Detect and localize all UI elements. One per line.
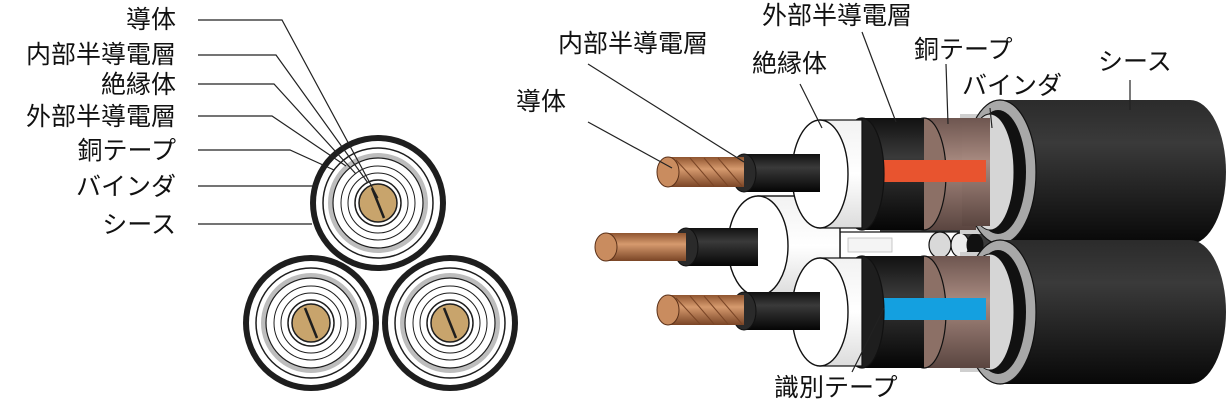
- inner-ring-2: [419, 292, 481, 354]
- cross-section: 導体 内部半導電層 絶縁体 外部半導電層 銅テープ バインダ シース: [26, 5, 518, 391]
- middle-conductor: [606, 233, 686, 261]
- sheath-bottom-body: [1000, 240, 1226, 384]
- cutaway: 導体 内部半導電層 絶縁体 外部半導電層 銅テープ バインダ シース 識別テープ: [516, 1, 1226, 402]
- leader-conductor: [198, 19, 379, 199]
- sheath-bottom-blue-end: [962, 298, 986, 320]
- top-red-stripe: [874, 160, 984, 182]
- inner-ring-2: [280, 292, 342, 354]
- leader-outer-semi: [198, 115, 347, 167]
- label-r-conductor: 導体: [516, 87, 566, 116]
- label-r-copper-tape: 銅テープ: [914, 35, 1013, 64]
- leader-r-id-tape: [851, 307, 885, 373]
- bottom-inner-semi: [744, 292, 820, 330]
- inner-ring-2: [347, 172, 409, 234]
- label-r-insulation: 絶縁体: [752, 49, 827, 78]
- bottom-conductor-face: [656, 294, 680, 326]
- middle-ring-edge: [928, 231, 952, 259]
- core-top-cut: [656, 114, 994, 234]
- label-copper-tape: 銅テープ: [77, 136, 176, 165]
- label-conductor: 導体: [126, 5, 176, 34]
- inner-ring-1: [273, 285, 349, 361]
- leader-r-binder: [989, 107, 993, 129]
- leader-r-conductor: [587, 121, 673, 169]
- label-binder: バインダ: [76, 172, 176, 201]
- leader-insulation: [198, 83, 357, 175]
- bottom-conductor-strands: [675, 295, 743, 325]
- leader-inner-semi: [198, 54, 369, 184]
- middle-stripe: [847, 237, 893, 253]
- label-r-outer-semi: 外部半導電層: [762, 1, 912, 30]
- bottom-conductor: [668, 295, 744, 325]
- leader-copper-tape: [198, 149, 335, 171]
- right-labels: 導体 内部半導電層 絶縁体 外部半導電層 銅テープ バインダ シース 識別テープ: [516, 1, 1172, 402]
- core-bottom-right: [382, 255, 518, 391]
- inner-ring-1: [340, 165, 416, 241]
- top-conductor: [668, 157, 744, 187]
- left-leaders: [198, 19, 379, 225]
- conductor-split: [442, 307, 458, 339]
- conductor-split: [370, 187, 386, 219]
- label-outer-semi: 外部半導電層: [26, 102, 176, 131]
- top-conductor-face: [656, 156, 680, 188]
- label-r-inner-semi: 内部半導電層: [558, 29, 708, 58]
- bottom-blue-stripe: [874, 298, 984, 320]
- sheath-top-red-end: [962, 160, 986, 182]
- inner-ring-1: [412, 285, 488, 361]
- label-insulation: 絶縁体: [101, 70, 176, 99]
- label-r-id-tape: 識別テープ: [774, 373, 898, 402]
- sheath-bottom: [962, 239, 1226, 385]
- leader-r-inner-semi: [587, 63, 745, 163]
- copper-tape-ring: [322, 147, 434, 259]
- right-leaders: [587, 31, 1131, 373]
- sheath-top: [962, 99, 1226, 245]
- label-inner-semi: 内部半導電層: [26, 40, 176, 69]
- label-r-sheath: シース: [1098, 47, 1172, 76]
- copper-tape-ring: [255, 267, 367, 379]
- core-bottom-cut: [656, 252, 994, 372]
- core-bottom-left: [243, 255, 379, 391]
- left-labels: 導体 内部半導電層 絶縁体 外部半導電層 銅テープ バインダ シース: [26, 5, 176, 239]
- sheath-top-body: [1000, 100, 1226, 244]
- copper-tape-ring: [394, 267, 506, 379]
- label-sheath: シース: [102, 210, 176, 239]
- leader-r-insulation: [799, 83, 823, 129]
- core-top: [310, 135, 446, 271]
- leader-r-copper-tape: [945, 63, 949, 125]
- top-inner-semi: [744, 154, 820, 192]
- middle-conductor-face: [594, 232, 618, 262]
- leader-r-outer-semi: [861, 31, 897, 123]
- top-conductor-strands: [675, 157, 743, 187]
- conductor-split: [303, 307, 319, 339]
- label-r-binder: バインダ: [962, 71, 1062, 100]
